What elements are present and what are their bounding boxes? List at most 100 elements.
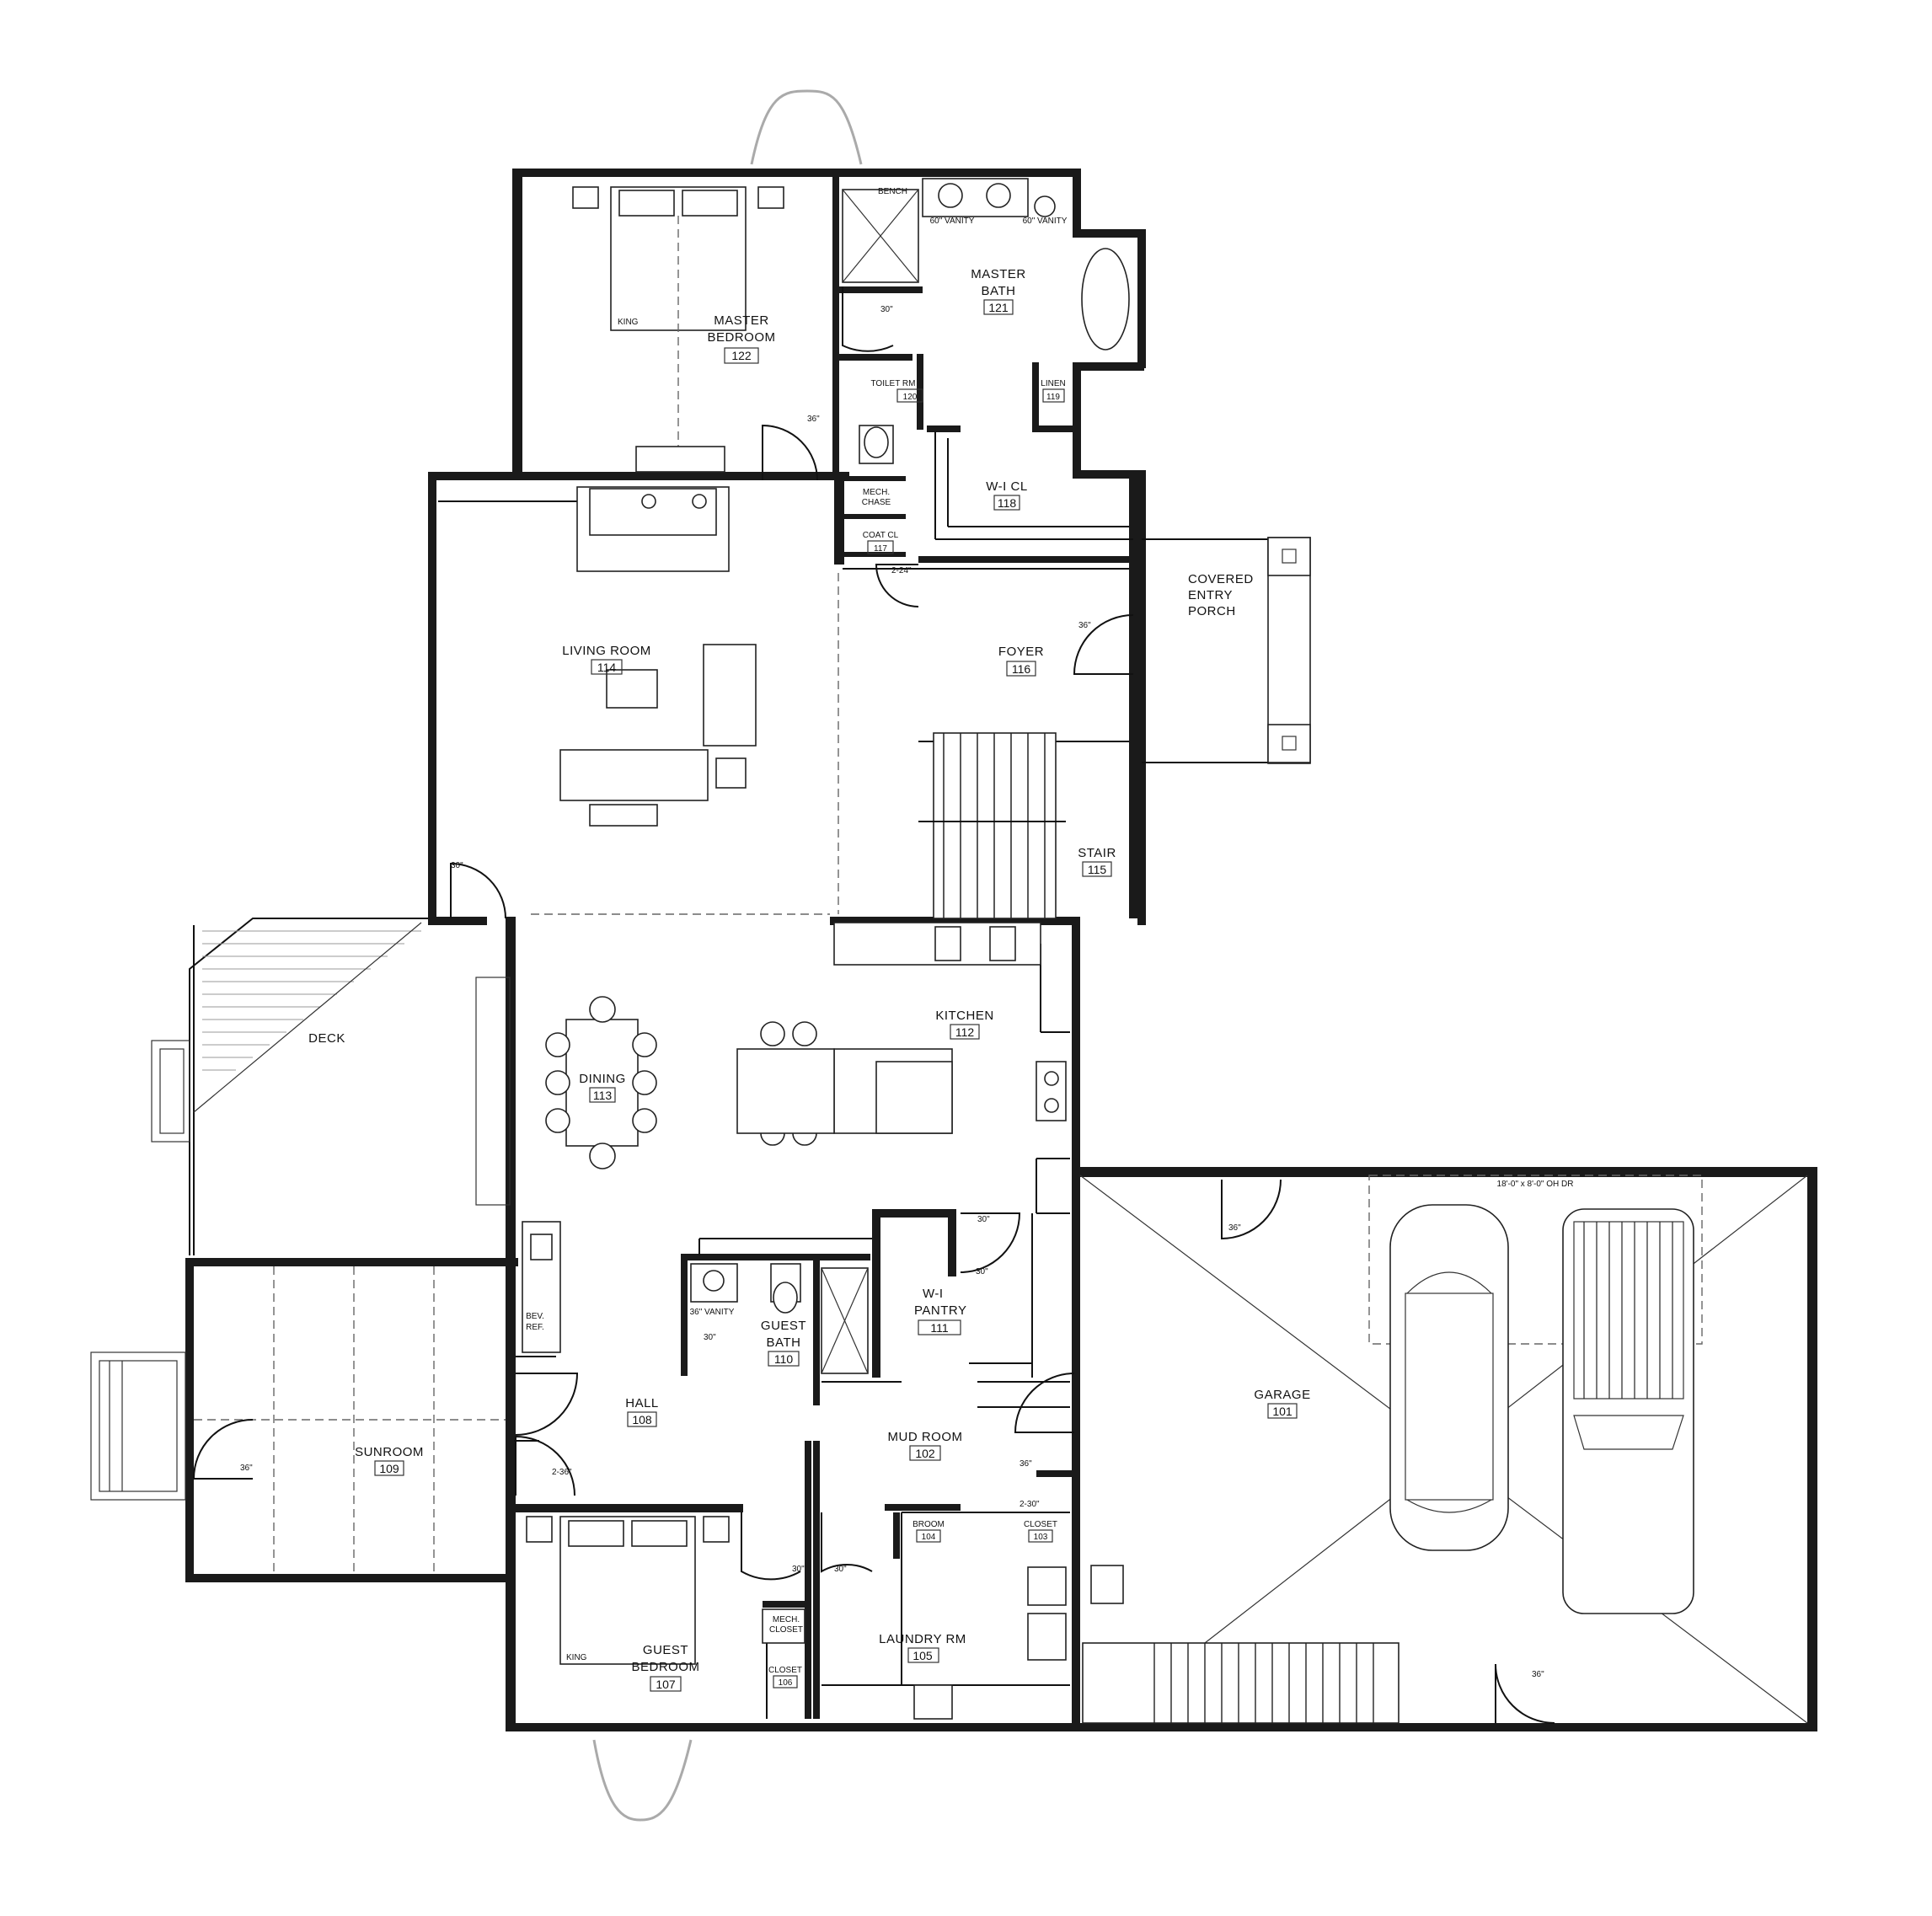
interior-walls [516, 177, 1133, 1719]
hall-name: HALL [625, 1396, 659, 1410]
toilet-rm-number: 120 [903, 393, 918, 402]
mech-chase-name-2: CHASE [862, 498, 891, 507]
porch-name-1: COVERED [1188, 572, 1254, 586]
garage-number: 101 [1272, 1405, 1292, 1418]
guest-bedroom-name-2: BEDROOM [631, 1660, 699, 1674]
living-room-furniture [559, 486, 757, 827]
master-bedroom-name-2: BEDROOM [707, 330, 775, 345]
master-bay-outline [750, 89, 863, 165]
master-bedroom-number: 122 [731, 349, 752, 362]
car-sedan [1389, 1204, 1509, 1551]
closet-103-number: 103 [1034, 1533, 1048, 1542]
dining-table [545, 996, 657, 1169]
linen-name: LINEN [1041, 379, 1065, 388]
dining-number: 113 [593, 1089, 613, 1102]
mech-closet-name-2: CLOSET [769, 1625, 803, 1635]
car-pickup [1562, 1208, 1694, 1614]
garage-structure [1079, 1175, 1808, 1724]
kitchen-fixtures [736, 922, 1067, 1146]
door-label-sunroom: 36" [240, 1464, 253, 1473]
door-label-foyer: 36" [1078, 621, 1091, 630]
door-label-pantry: 30" [976, 1267, 988, 1276]
pantry-name-2: PANTRY [914, 1303, 966, 1318]
foyer-name: FOYER [998, 645, 1044, 659]
covered-entry-porch [1142, 537, 1311, 764]
wi-closet-name: W-I CL [986, 479, 1027, 494]
master-bed [572, 186, 784, 473]
door-label-laundry: 30" [834, 1565, 847, 1574]
dining-name: DINING [579, 1072, 626, 1086]
door-label-bath: 30" [880, 305, 893, 314]
door-label-master: 36" [807, 415, 820, 424]
living-room-number: 114 [597, 661, 617, 674]
linen-number: 119 [1046, 393, 1060, 402]
stair-name: STAIR [1078, 846, 1116, 860]
foyer-number: 116 [1012, 662, 1031, 676]
guest-bath-name-1: GUEST [761, 1319, 806, 1333]
sunroom-structure [90, 1266, 506, 1574]
master-bath-name-1: MASTER [971, 267, 1026, 281]
stair-number: 115 [1088, 863, 1107, 876]
closet-106-name: CLOSET [768, 1666, 802, 1675]
broom-name: BROOM [912, 1520, 945, 1529]
guest-bed [526, 1516, 730, 1665]
door-label-garage-2: 36" [1532, 1670, 1544, 1679]
coat-cl-name: COAT CL [863, 531, 899, 540]
guest-vanity-label: 36" VANITY [690, 1308, 735, 1317]
mech-closet-name-1: MECH. [773, 1615, 800, 1624]
laundry-number: 105 [912, 1649, 933, 1662]
master-bath-fixtures [842, 178, 1130, 527]
kitchen-number: 112 [955, 1025, 975, 1039]
sunroom-number: 109 [379, 1462, 399, 1475]
door-label-mud: 36" [1020, 1459, 1032, 1469]
wi-closet-number: 118 [998, 496, 1017, 510]
door-label-guest-bath: 30" [704, 1333, 716, 1342]
vanity-label-2: 60" VANITY [1023, 217, 1068, 226]
door-label-garage-1: 36" [1228, 1223, 1241, 1233]
deck-name: DECK [308, 1031, 345, 1046]
interior-lines [438, 431, 1133, 1719]
laundry-name: LAUNDRY RM [879, 1632, 966, 1646]
exterior-walls [185, 169, 1817, 1731]
door-label-hall: 2-36" [552, 1468, 572, 1477]
kitchen-name: KITCHEN [935, 1009, 993, 1023]
broom-number: 104 [922, 1533, 936, 1542]
door-label-kitchen: 30" [977, 1215, 990, 1224]
stair [918, 732, 1066, 919]
porch-name-2: ENTRY [1188, 588, 1233, 602]
guest-bay-outline [592, 1739, 693, 1822]
living-room-name: LIVING ROOM [562, 644, 651, 658]
door-swings [192, 286, 1555, 1724]
laundry-fixtures [762, 1565, 1124, 1720]
guest-bath-fixtures [522, 1221, 869, 1374]
mud-room-name: MUD ROOM [888, 1430, 963, 1444]
pantry-name-1: W-I [923, 1287, 944, 1301]
toilet-rm-name: TOILET RM [871, 379, 916, 388]
mud-room-number: 102 [915, 1447, 935, 1460]
pantry-number: 111 [930, 1321, 948, 1335]
deck [151, 918, 511, 1255]
closet-106-number: 106 [779, 1678, 793, 1688]
master-bedroom-name-1: MASTER [714, 313, 769, 328]
bev-ref-name-2: REF. [526, 1323, 544, 1332]
garage-door-label: 18'-0" x 8'-0" OH DR [1497, 1180, 1574, 1189]
guest-bedroom-name-1: GUEST [643, 1643, 688, 1657]
porch-name-3: PORCH [1188, 604, 1236, 618]
guest-bath-name-2: BATH [767, 1335, 801, 1350]
door-label-living: 30" [451, 861, 463, 870]
door-label-closet: 2-30" [1020, 1500, 1040, 1509]
vanity-label-1: 60" VANITY [930, 217, 975, 226]
sunroom-name: SUNROOM [355, 1445, 424, 1459]
master-bath-name-2: BATH [982, 284, 1016, 298]
master-bed-label: KING [618, 318, 639, 327]
door-label-guest-bed: 30" [792, 1565, 805, 1574]
mech-chase-name-1: MECH. [863, 488, 890, 497]
closet-103-name: CLOSET [1024, 1520, 1057, 1529]
guest-bedroom-number: 107 [656, 1678, 676, 1691]
bench-label: BENCH [878, 187, 907, 196]
guest-bed-label: KING [566, 1653, 587, 1662]
master-bath-number: 121 [988, 301, 1009, 314]
door-label-coat: 2-24" [891, 566, 912, 575]
garage-name: GARAGE [1254, 1388, 1310, 1402]
